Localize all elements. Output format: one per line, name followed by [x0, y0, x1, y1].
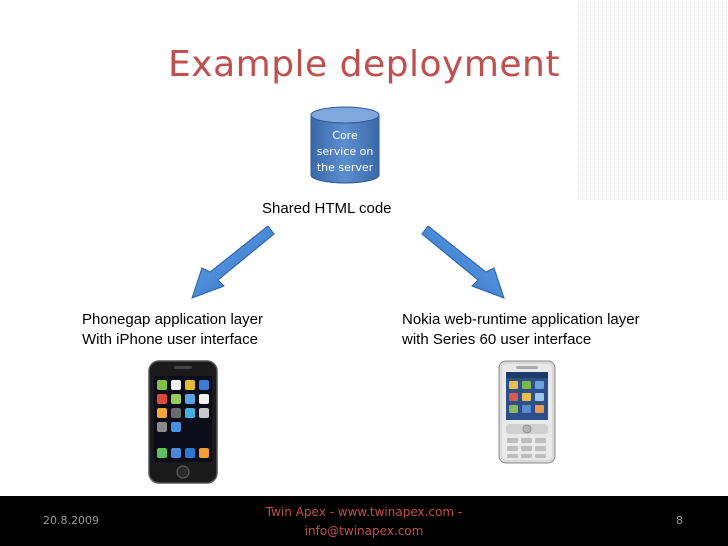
- shared-html-label: Shared HTML code: [262, 200, 392, 217]
- server-label: Core service on the server: [309, 128, 381, 176]
- left-label-line1: Phonegap application layer: [82, 310, 263, 330]
- server-label-line3: the server: [309, 160, 381, 176]
- footer-credits-line1: Twin Apex - www.twinapex.com -: [240, 503, 488, 522]
- iphone-icon: [148, 360, 218, 484]
- slide-title: Example deployment: [0, 44, 728, 85]
- page-number: 8: [676, 514, 683, 527]
- right-label: Nokia web-runtime application layer with…: [402, 310, 640, 350]
- right-label-line1: Nokia web-runtime application layer: [402, 310, 640, 330]
- left-label: Phonegap application layer With iPhone u…: [82, 310, 263, 350]
- left-label-line2: With iPhone user interface: [82, 330, 263, 350]
- arrow-left: [188, 222, 278, 302]
- server-label-line1: Core: [309, 128, 381, 144]
- footer-credits: Twin Apex - www.twinapex.com - info@twin…: [240, 503, 488, 541]
- background-pattern: [578, 0, 728, 200]
- right-label-line2: with Series 60 user interface: [402, 330, 640, 350]
- footer-date: 20.8.2009: [43, 514, 99, 527]
- server-label-line2: service on: [309, 144, 381, 160]
- nokia-phone-icon: [498, 360, 556, 464]
- arrow-right: [418, 222, 508, 302]
- footer-credits-line2: info@twinapex.com: [240, 522, 488, 541]
